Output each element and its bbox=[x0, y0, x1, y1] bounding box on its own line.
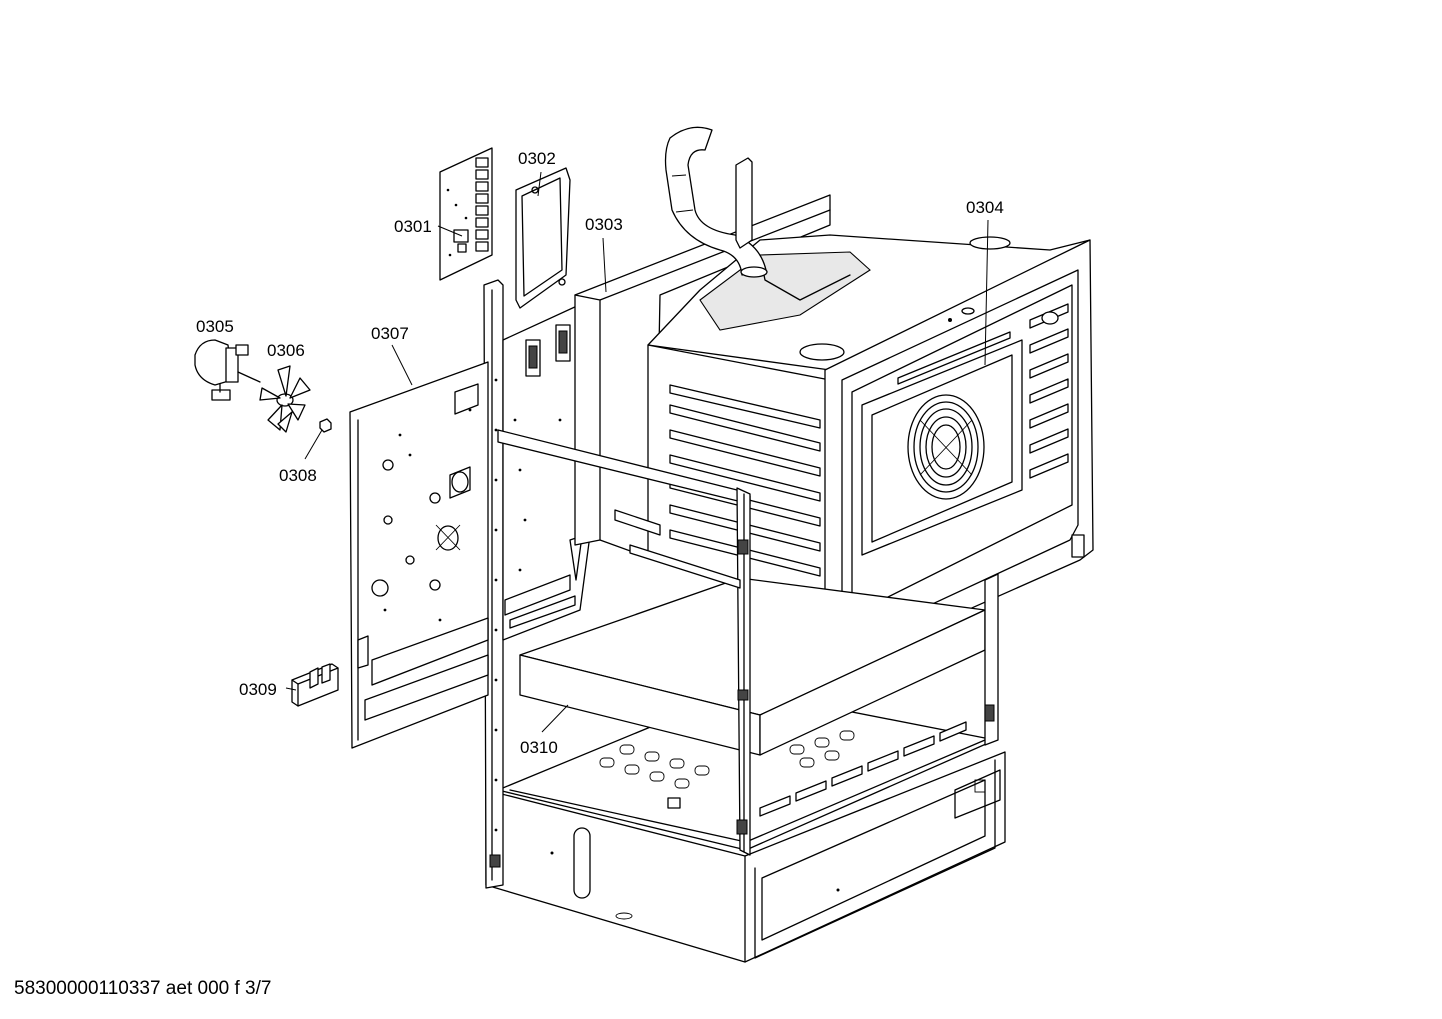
label-0301: 0301 bbox=[394, 217, 432, 236]
part-0302-gasket bbox=[515, 167, 571, 309]
label-0308: 0308 bbox=[279, 466, 317, 485]
floor-slots-right bbox=[759, 721, 967, 817]
label-0309: 0309 bbox=[239, 680, 277, 699]
part-0304-oven-cavity bbox=[647, 234, 1094, 669]
part-0309-bracket bbox=[291, 663, 339, 707]
document-id: 58300000110337 aet 000 f 3/7 bbox=[14, 978, 272, 999]
leader-lines bbox=[285, 171, 989, 733]
label-0310: 0310 bbox=[520, 738, 558, 757]
shelf-rails-left bbox=[669, 384, 821, 577]
label-0306: 0306 bbox=[267, 341, 305, 360]
part-0301-control-board bbox=[439, 147, 493, 281]
front-frame bbox=[497, 429, 999, 856]
fan-grille bbox=[907, 394, 985, 500]
floor-vent-holes bbox=[599, 730, 855, 789]
label-0305: 0305 bbox=[196, 317, 234, 336]
part-0310-bottom-block bbox=[519, 577, 986, 756]
label-0303: 0303 bbox=[585, 215, 623, 234]
base-plinth bbox=[485, 751, 1006, 963]
part-0306-fan-impeller bbox=[259, 365, 311, 433]
label-0307: 0307 bbox=[371, 324, 409, 343]
side-panel-fan-cutout bbox=[435, 524, 461, 551]
part-0305-fan-motor bbox=[194, 339, 261, 401]
back-panel bbox=[502, 299, 591, 641]
part-0307-side-panel bbox=[349, 361, 489, 749]
label-0302: 0302 bbox=[518, 149, 556, 168]
part-0308-nut bbox=[319, 418, 332, 433]
part-labels: 0301 0302 0303 0304 0305 0306 0307 0308 … bbox=[196, 149, 1004, 757]
label-0304: 0304 bbox=[966, 198, 1004, 217]
exhaust-duct-pipe bbox=[664, 126, 768, 278]
